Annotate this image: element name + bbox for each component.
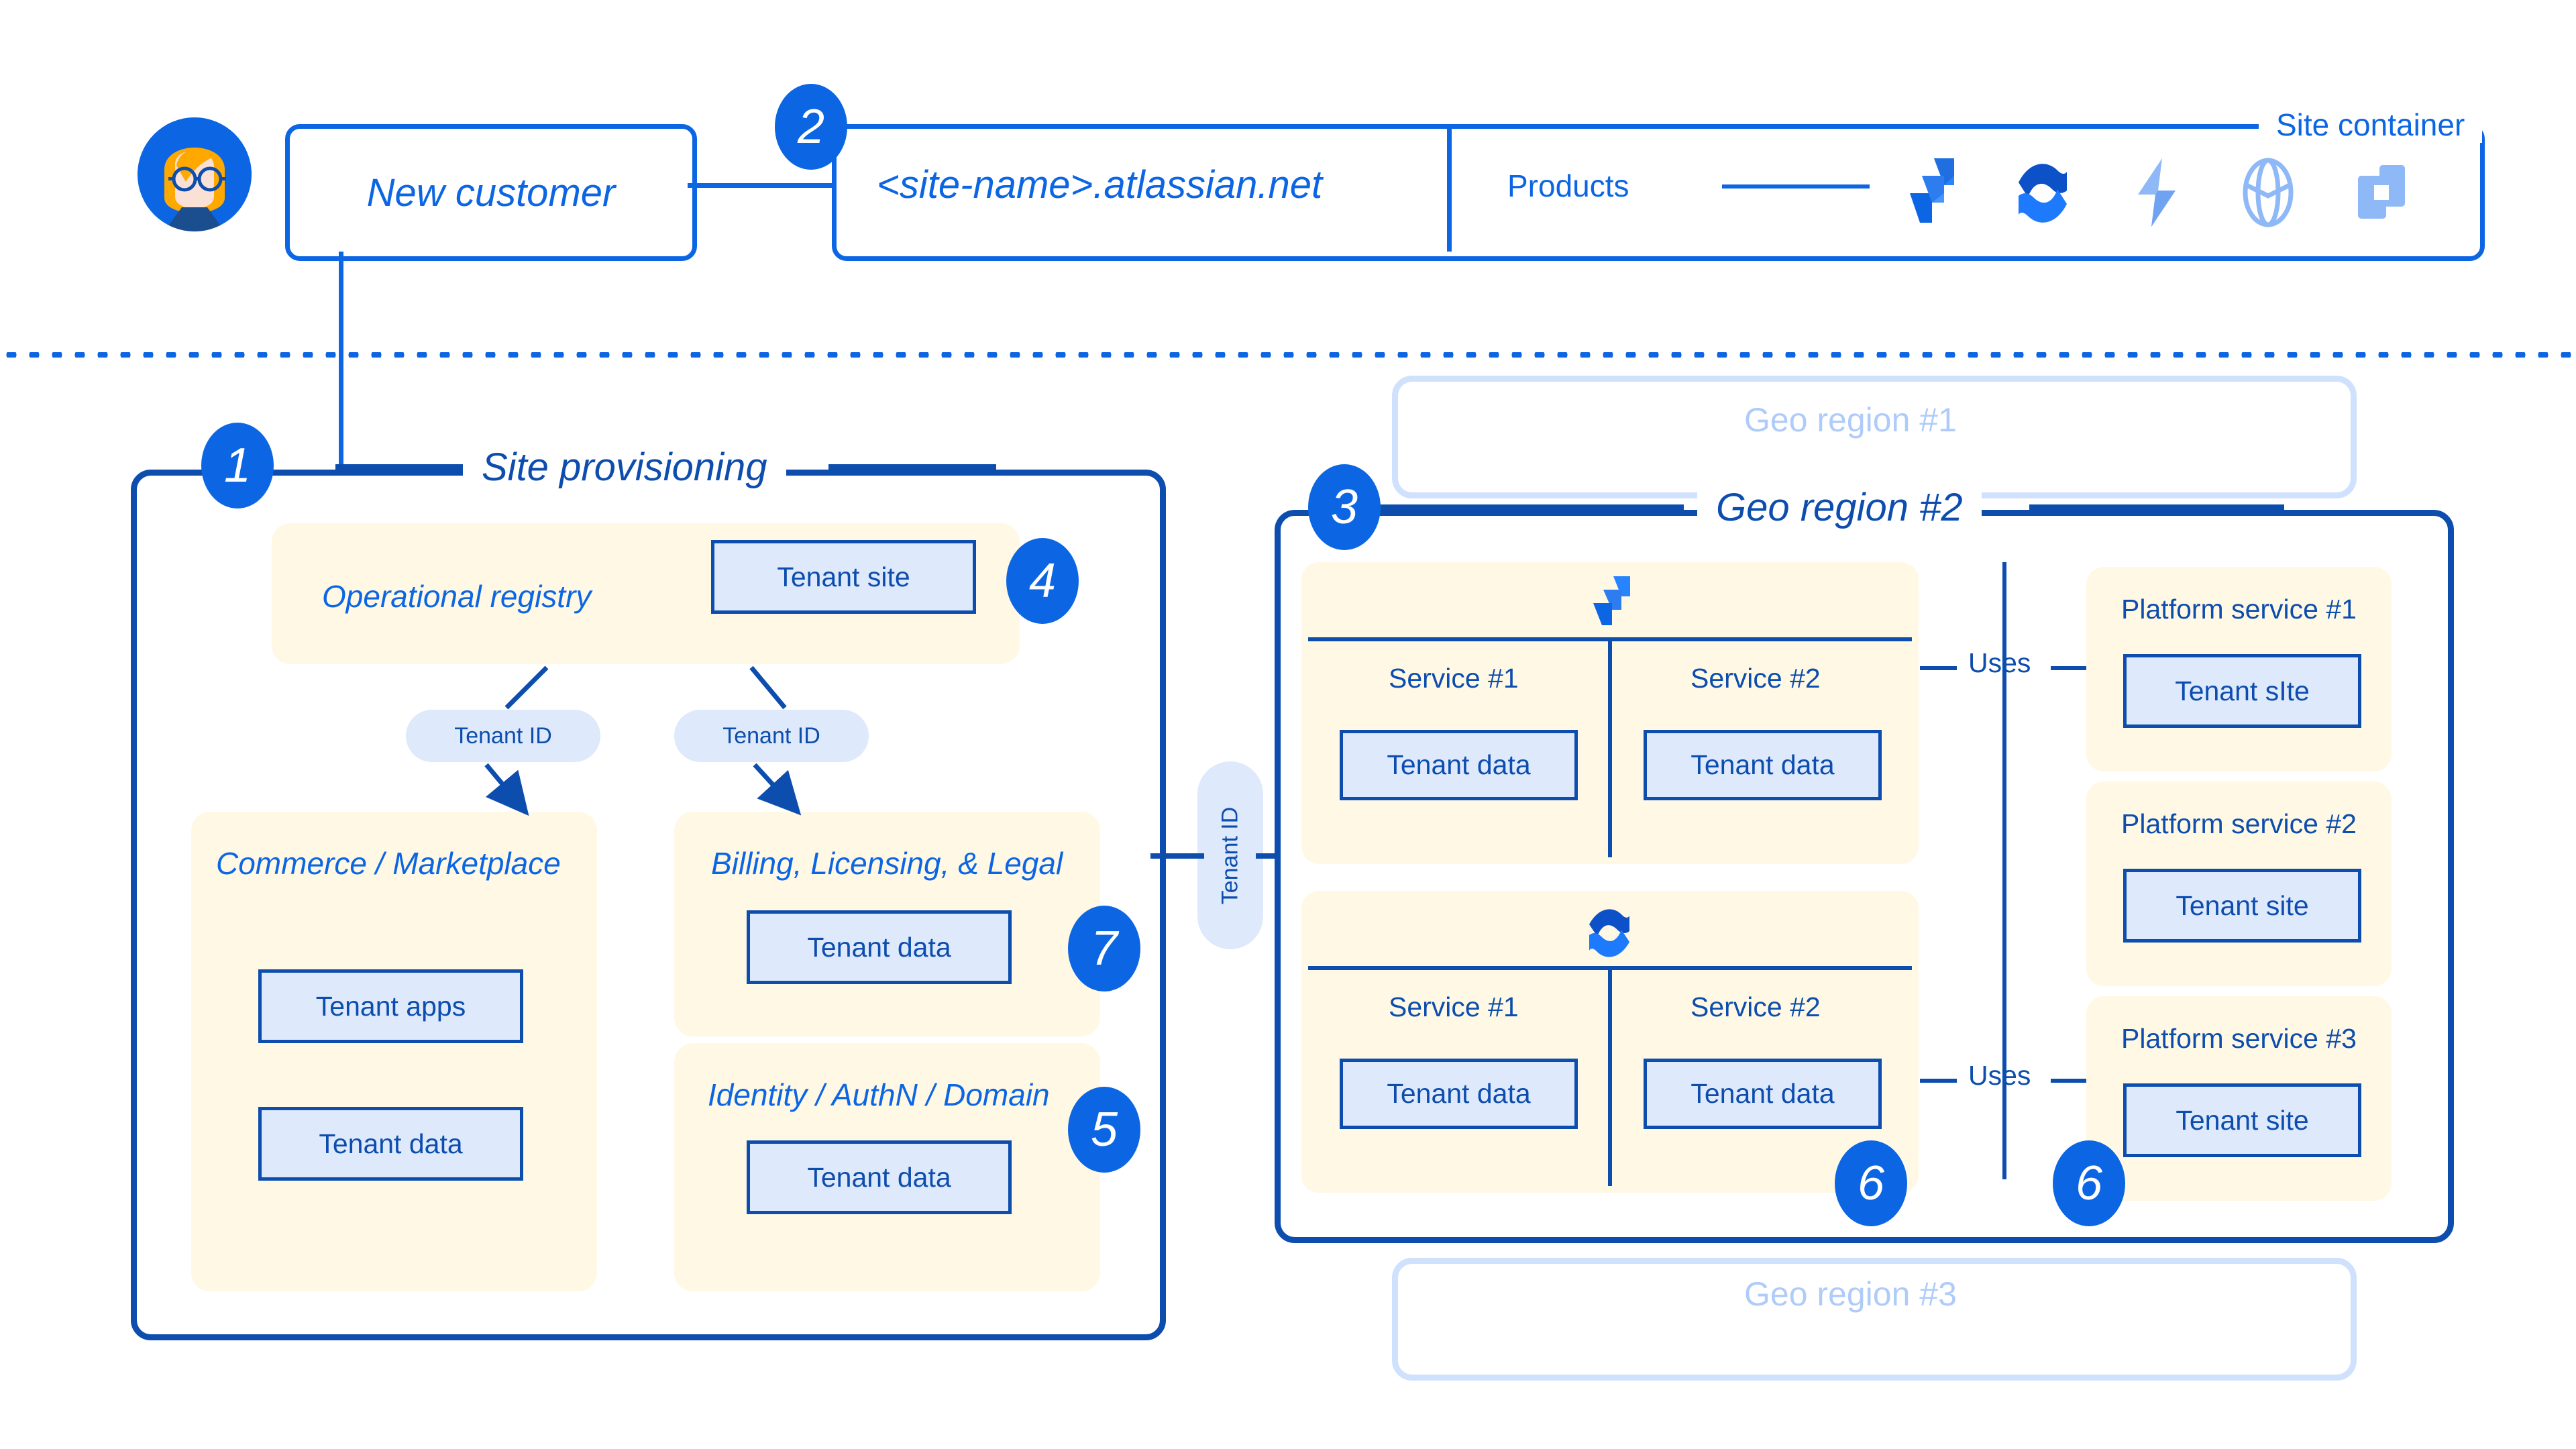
site-container-box[interactable]: Site container <site-name>.atlassian.net…: [832, 107, 2485, 261]
confluence-service-1-chip-label: Tenant data: [1387, 1078, 1531, 1109]
product-block-jira: Service #1 Service #2 Tenant data Tenant…: [1301, 562, 1919, 864]
connector-line-left: [1150, 853, 1204, 859]
geo-region-1-caption: Geo region #1: [1744, 401, 1957, 439]
platform-service-1-chip[interactable]: Tenant sIte: [2123, 654, 2361, 728]
platform-service-1-title: Platform service #1: [2121, 594, 2357, 625]
new-customer-label: New customer: [366, 170, 616, 215]
confluence-service-1-label: Service #1: [1389, 991, 1519, 1022]
uses-label-top: Uses: [1968, 647, 2031, 678]
identity-tenant-data-label: Tenant data: [807, 1161, 951, 1193]
geo-region-3-ghost: [1392, 1258, 2357, 1381]
tenant-id-vertical-label: Tenant ID: [1217, 806, 1243, 904]
jira-service-2-chip-label: Tenant data: [1690, 749, 1835, 780]
jira-service-1-chip-label: Tenant data: [1387, 749, 1531, 780]
jira-icon[interactable]: [1896, 156, 1964, 229]
site-provisioning-caption: Site provisioning: [463, 445, 786, 490]
identity-tenant-data-chip[interactable]: Tenant data: [747, 1140, 1012, 1214]
confluence-service-2-label: Service #2: [1690, 991, 1821, 1022]
confluence-service-2-tenant-data-chip[interactable]: Tenant data: [1644, 1059, 1882, 1129]
tenant-id-left-label: Tenant ID: [454, 722, 552, 749]
products-label: Products: [1507, 168, 1629, 203]
geo-region-2-caption: Geo region #2: [1697, 485, 1982, 530]
platform-service-2-chip[interactable]: Tenant site: [2123, 869, 2361, 943]
operational-registry-title: Operational registry: [322, 579, 592, 614]
provisioning-caption-rule-left: [335, 464, 466, 470]
step-badge-3: 3: [1308, 464, 1381, 550]
step-badge-5: 5: [1068, 1087, 1140, 1173]
platform-service-3-card: Platform service #3 Tenant site: [2086, 996, 2392, 1201]
registry-tenant-site-chip[interactable]: Tenant site: [711, 540, 976, 614]
confluence-icon: [1582, 903, 1638, 958]
product-block-mid-rule: [1608, 637, 1612, 857]
platform-service-3-chip-label: Tenant site: [2176, 1104, 2309, 1136]
step-badge-6-b: 6: [2053, 1140, 2125, 1226]
platform-service-1-chip-label: Tenant sIte: [2175, 675, 2310, 706]
environment-divider: [0, 352, 2576, 358]
jira-icon: [1582, 574, 1638, 629]
commerce-marketplace-card: [191, 812, 597, 1291]
step-badge-2: 2: [775, 84, 847, 170]
tenant-id-right-label: Tenant ID: [722, 722, 820, 749]
commerce-marketplace-title: Commerce / Marketplace: [216, 846, 561, 881]
avatar-illustration: [138, 117, 252, 231]
new-customer-box[interactable]: New customer: [285, 124, 697, 261]
customer-to-provisioning-connector: [339, 252, 343, 470]
tenant-id-pill-left: Tenant ID: [406, 710, 600, 762]
confluence-icon[interactable]: [2009, 156, 2076, 229]
billing-title: Billing, Licensing, & Legal: [711, 846, 1063, 881]
connector-line-right: [1256, 853, 1283, 859]
platform-service-2-title: Platform service #2: [2121, 808, 2357, 839]
product-block-confluence: Service #1 Service #2 Tenant data Tenant…: [1301, 891, 1919, 1193]
products-rule: [1722, 184, 1870, 189]
identity-title: Identity / AuthN / Domain: [708, 1077, 1050, 1112]
commerce-tenant-data-label: Tenant data: [319, 1128, 463, 1159]
confluence-service-2-chip-label: Tenant data: [1690, 1078, 1835, 1109]
platform-service-3-chip[interactable]: Tenant site: [2123, 1083, 2361, 1157]
platform-service-3-title: Platform service #3: [2121, 1023, 2357, 1054]
jira-service-management-icon[interactable]: [2122, 156, 2189, 229]
platform-service-1-card: Platform service #1 Tenant sIte: [2086, 567, 2392, 771]
confluence-service-1-tenant-data-chip[interactable]: Tenant data: [1340, 1059, 1578, 1129]
uses-label-bottom: Uses: [1968, 1060, 2031, 1091]
commerce-tenant-apps-chip[interactable]: Tenant apps: [258, 969, 523, 1043]
step-badge-7: 7: [1068, 906, 1140, 991]
jira-service-2-tenant-data-chip[interactable]: Tenant data: [1644, 730, 1882, 800]
site-name-label: <site-name>.atlassian.net: [877, 163, 1323, 207]
jira-service-1-label: Service #1: [1389, 663, 1519, 694]
geo2-caption-rule-left: [1368, 504, 1684, 510]
jira-service-1-tenant-data-chip[interactable]: Tenant data: [1340, 730, 1578, 800]
tenant-id-vertical-pill: Tenant ID: [1197, 761, 1263, 949]
step-badge-1: 1: [201, 423, 274, 508]
billing-tenant-data-chip[interactable]: Tenant data: [747, 910, 1012, 984]
commerce-tenant-apps-label: Tenant apps: [315, 990, 466, 1022]
site-container-caption: Site container: [2259, 107, 2483, 143]
jira-service-2-label: Service #2: [1690, 663, 1821, 694]
billing-tenant-data-label: Tenant data: [807, 931, 951, 963]
geo2-vertical-divider: [2002, 562, 2006, 1179]
compass-icon[interactable]: [2235, 156, 2302, 229]
customer-avatar: [138, 117, 252, 231]
step-badge-4: 4: [1006, 538, 1079, 624]
atlas-icon[interactable]: [2347, 156, 2414, 229]
product-block-mid-rule: [1608, 966, 1612, 1186]
platform-service-2-card: Platform service #2 Tenant site: [2086, 782, 2392, 986]
geo2-caption-rule-right: [2029, 504, 2284, 510]
geo-region-3-caption: Geo region #3: [1744, 1275, 1957, 1313]
customer-to-site-connector: [688, 183, 832, 188]
platform-service-2-chip-label: Tenant site: [2176, 890, 2309, 921]
commerce-tenant-data-chip[interactable]: Tenant data: [258, 1107, 523, 1181]
registry-tenant-site-label: Tenant site: [777, 561, 910, 592]
provisioning-caption-rule-right: [828, 464, 996, 470]
step-badge-6-a: 6: [1835, 1140, 1907, 1226]
site-box-divider: [1447, 124, 1452, 252]
tenant-id-pill-right: Tenant ID: [674, 710, 869, 762]
